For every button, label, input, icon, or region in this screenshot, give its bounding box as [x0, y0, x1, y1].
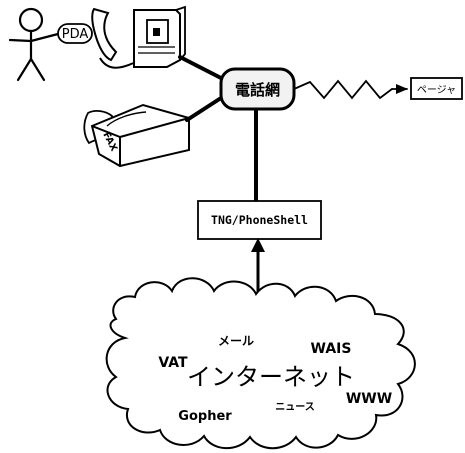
service-news-label: ニュース — [275, 401, 315, 413]
person-icon — [8, 7, 60, 82]
gateway-box — [197, 200, 322, 240]
phone-network-label: 電話網 — [235, 81, 280, 99]
service-www-label: WWW — [346, 391, 392, 407]
pda-bubble — [57, 23, 93, 44]
pager-box — [410, 77, 463, 100]
gateway-label: TNG/PhoneShell — [211, 213, 308, 227]
phone-network-node: 電話網 — [219, 67, 296, 111]
service-gopher-label: Gopher — [178, 409, 232, 424]
up-arrowhead-icon — [251, 238, 265, 252]
pda-label: PDA — [62, 27, 89, 42]
pda-node: PDA — [57, 7, 157, 69]
internet-label: インターネット — [187, 363, 355, 391]
internet-cloud-node: インターネット メール VAT WAIS WWW Gopher ニュース — [105, 277, 416, 450]
telephone-icon — [133, 5, 186, 68]
pager-arrowhead-icon — [396, 84, 408, 94]
phone-handset-icon — [91, 7, 118, 62]
phone-to-network-link — [178, 55, 223, 80]
service-vat-label: VAT — [158, 355, 188, 371]
pager-label: ページャ — [417, 85, 456, 96]
fax-node: FAX — [83, 103, 190, 168]
pager-node: ページャ — [410, 77, 463, 100]
service-wais-label: WAIS — [311, 341, 352, 357]
gateway-node: TNG/PhoneShell — [197, 200, 322, 240]
phone-network-box — [219, 67, 296, 111]
fax-to-network-link — [185, 96, 223, 122]
service-mail-label: メール — [218, 334, 254, 348]
pager-radio-link — [293, 79, 393, 100]
internet-cloud-shape — [105, 277, 416, 450]
